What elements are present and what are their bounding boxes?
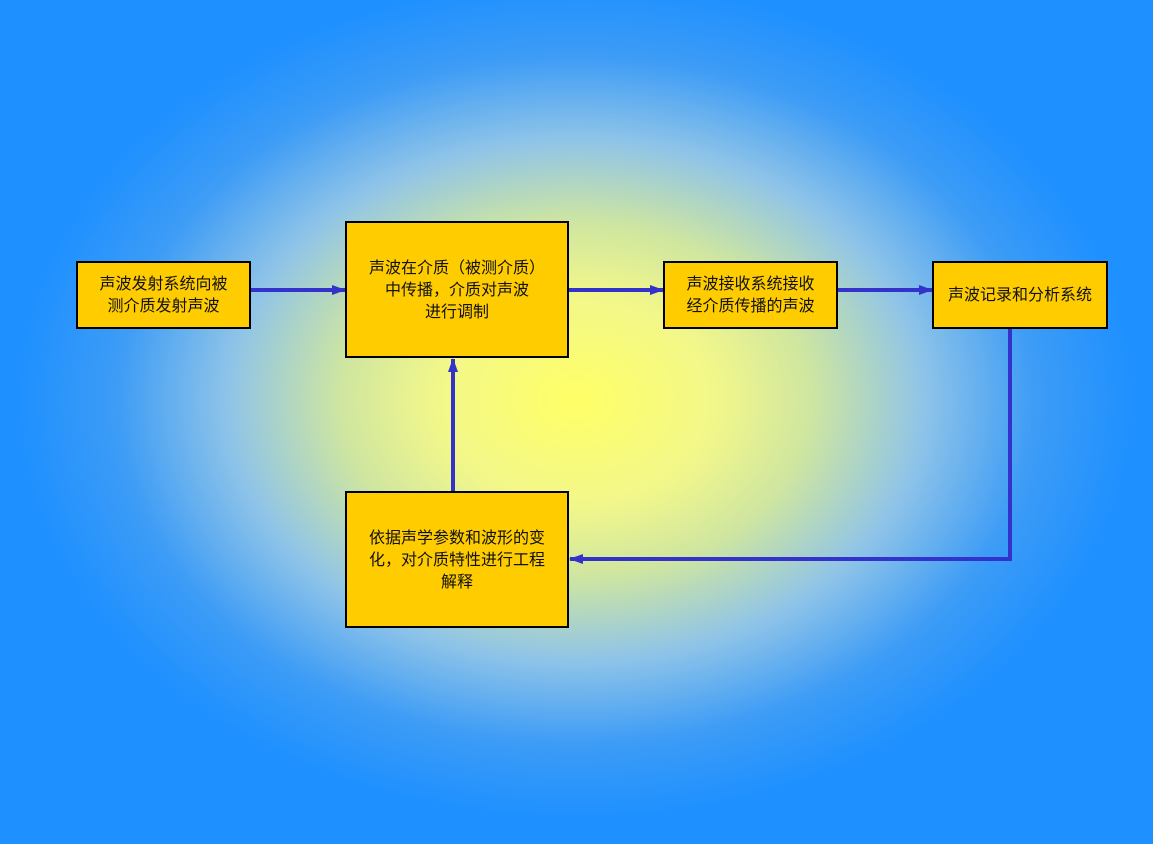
node-emit: 声波发射系统向被 测介质发射声波 (76, 261, 251, 329)
node-interpret-label: 依据声学参数和波形的变 化，对介质特性进行工程 解释 (368, 527, 545, 591)
node-propagate-label: 声波在介质（被测介质） 中传播，介质对声波 进行调制 (368, 257, 545, 321)
node-interpret: 依据声学参数和波形的变 化，对介质特性进行工程 解释 (345, 491, 569, 628)
node-receive: 声波接收系统接收 经介质传播的声波 (663, 261, 838, 329)
node-emit-label: 声波发射系统向被 测介质发射声波 (99, 274, 228, 315)
node-record: 声波记录和分析系统 (932, 261, 1108, 329)
node-receive-label: 声波接收系统接收 经介质传播的声波 (686, 274, 815, 315)
arrow-record-to-interpret (569, 328, 1012, 564)
node-record-label: 声波记录和分析系统 (947, 285, 1092, 304)
node-propagate: 声波在介质（被测介质） 中传播，介质对声波 进行调制 (345, 221, 569, 358)
